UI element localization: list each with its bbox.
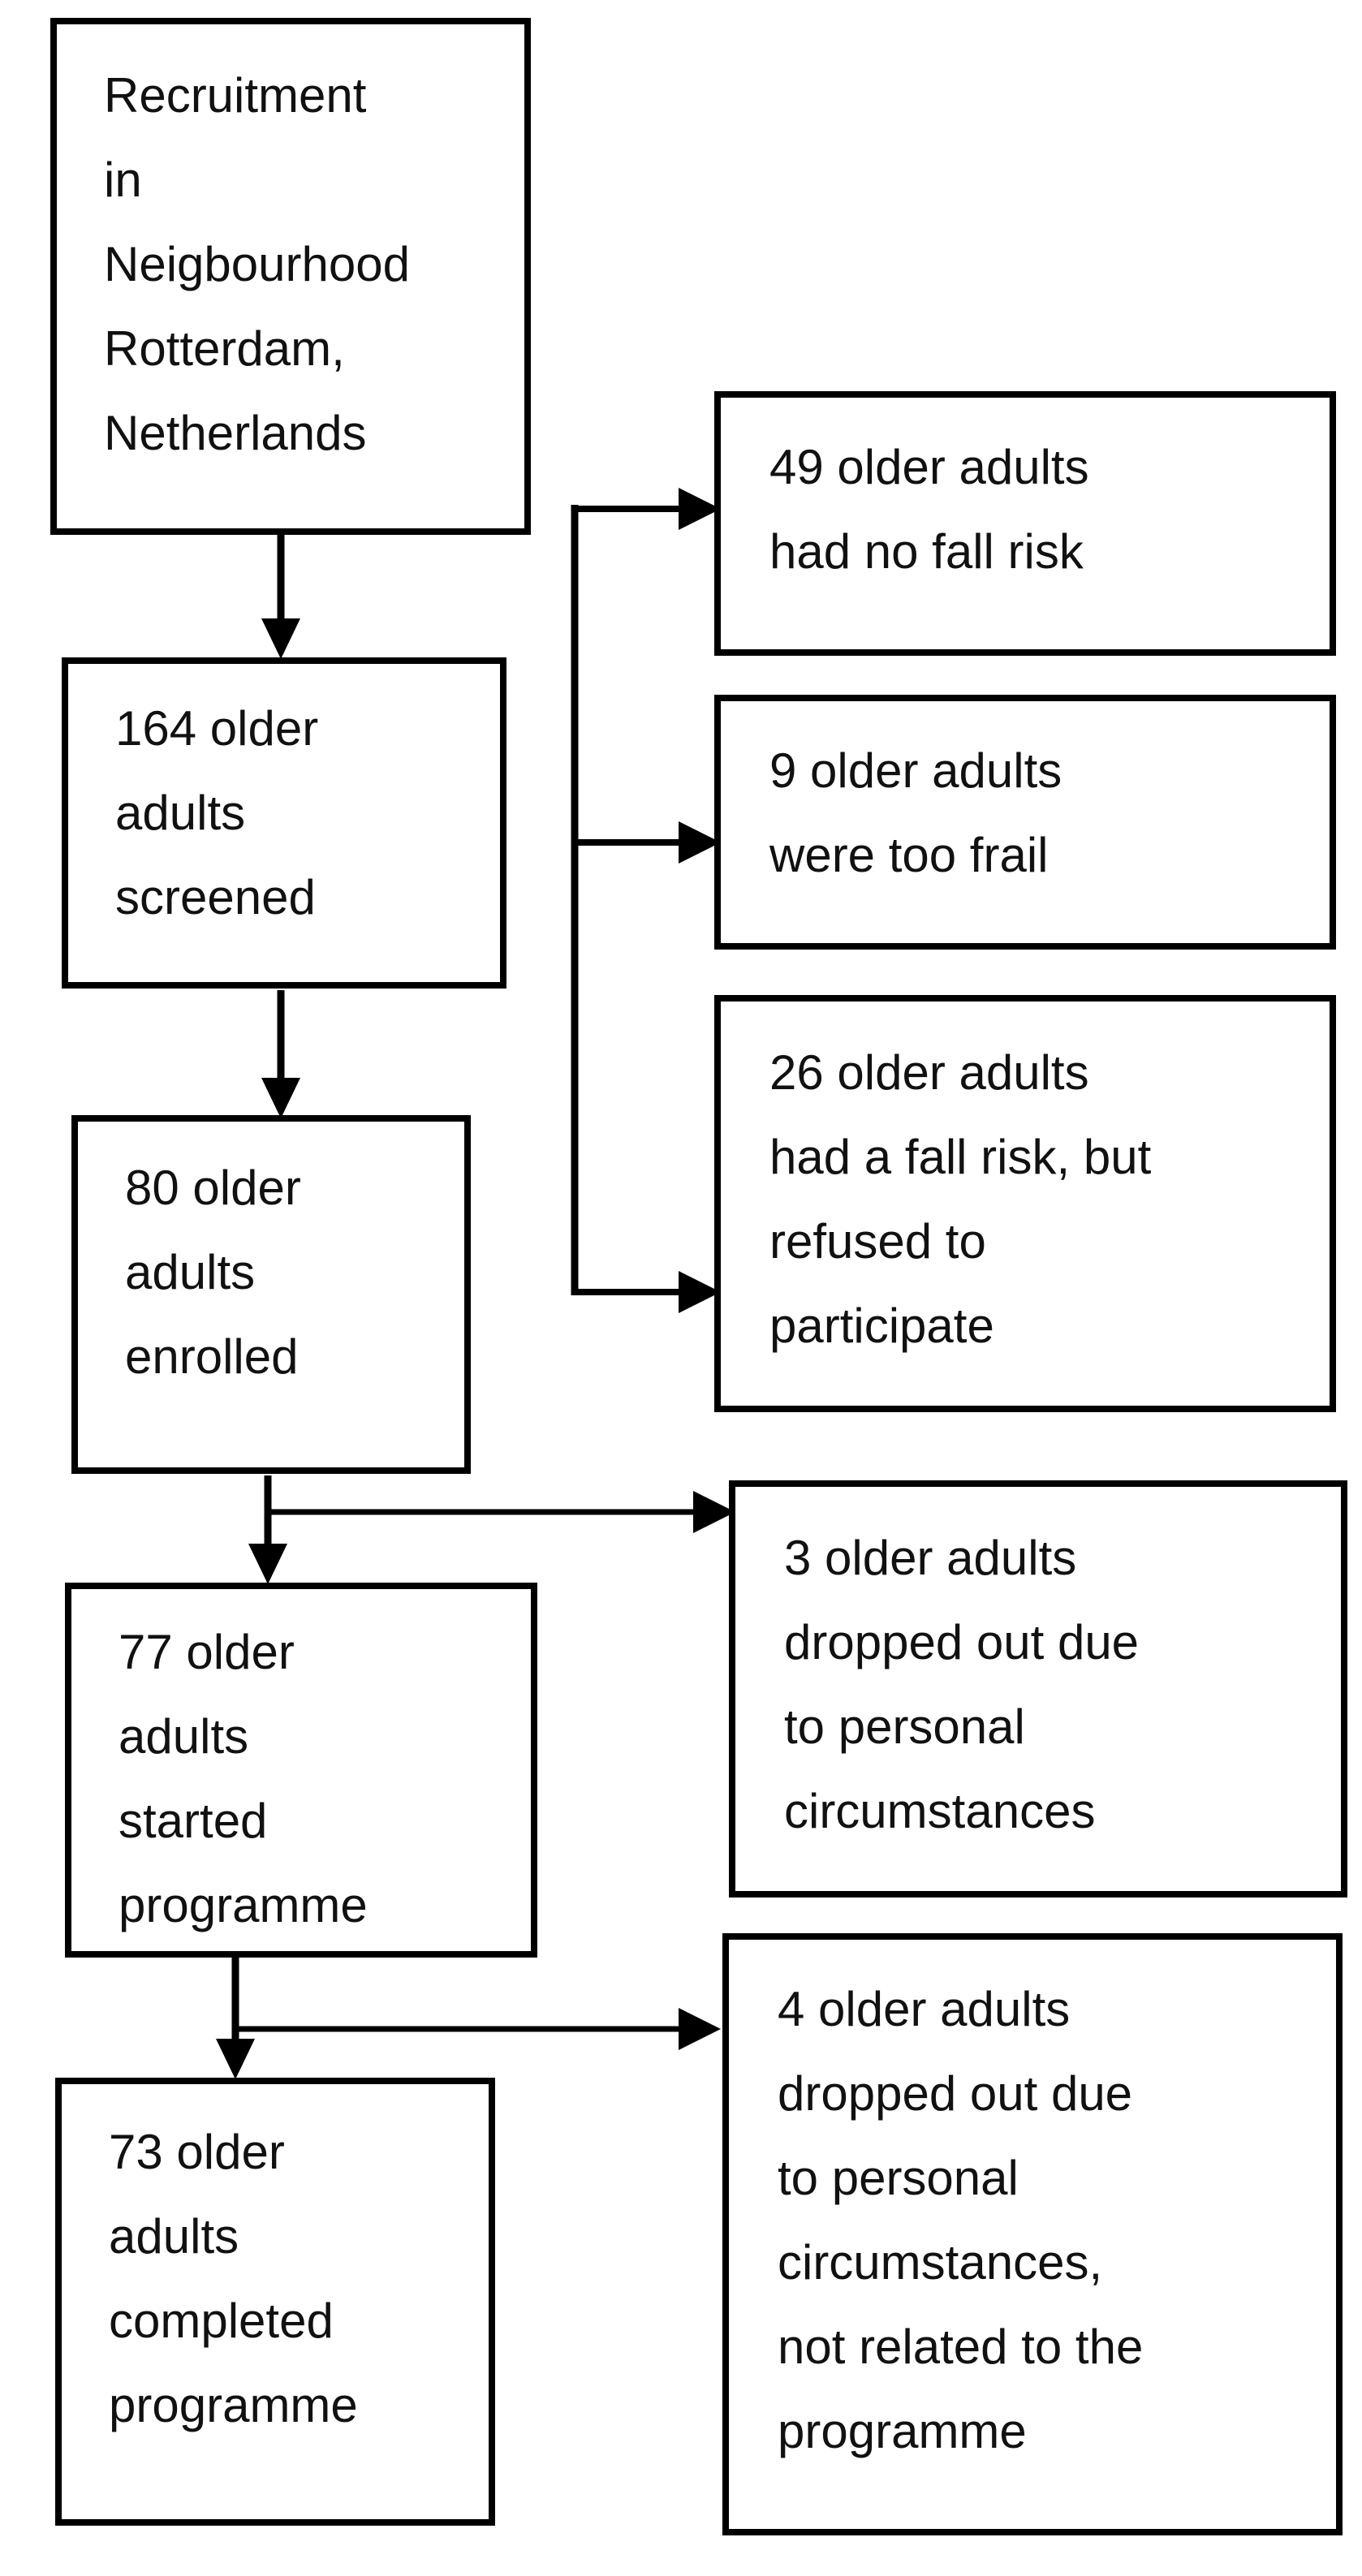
arrow-to-no-fall-risk xyxy=(571,488,721,530)
arrow-to-dropout-personal xyxy=(271,1491,735,1533)
flow-box-completed: 73 older adults completed programme xyxy=(55,2078,495,2526)
flow-box-enrolled: 80 older adults enrolled xyxy=(71,1115,471,1474)
arrow-enrolled-to-started xyxy=(248,1475,287,1584)
flow-box-too-frail: 9 older adults were too frail xyxy=(714,695,1336,950)
arrow-started-to-completed xyxy=(216,1958,255,2079)
arrow-screened-to-enrolled xyxy=(261,990,300,1118)
flow-box-started: 77 older adults started programme xyxy=(65,1583,537,1958)
flow-box-dropout-personal: 3 older adults dropped out due to person… xyxy=(729,1480,1347,1898)
flow-box-no-fall-risk: 49 older adults had no fall risk xyxy=(714,391,1336,656)
flow-box-recruitment: Recruitment in Neigbourhood Rotterdam, N… xyxy=(50,18,531,535)
arrow-to-too-frail xyxy=(571,821,721,864)
arrow-recruitment-to-screened xyxy=(261,535,300,659)
flow-box-screened: 164 older adults screened xyxy=(62,657,506,989)
flow-box-refused: 26 older adults had a fall risk, but ref… xyxy=(714,995,1336,1412)
arrow-to-refused xyxy=(571,1271,721,1313)
flow-box-dropout-unrelated: 4 older adults dropped out due to person… xyxy=(722,1933,1343,2535)
arrow-to-dropout-unrelated xyxy=(239,2008,721,2050)
